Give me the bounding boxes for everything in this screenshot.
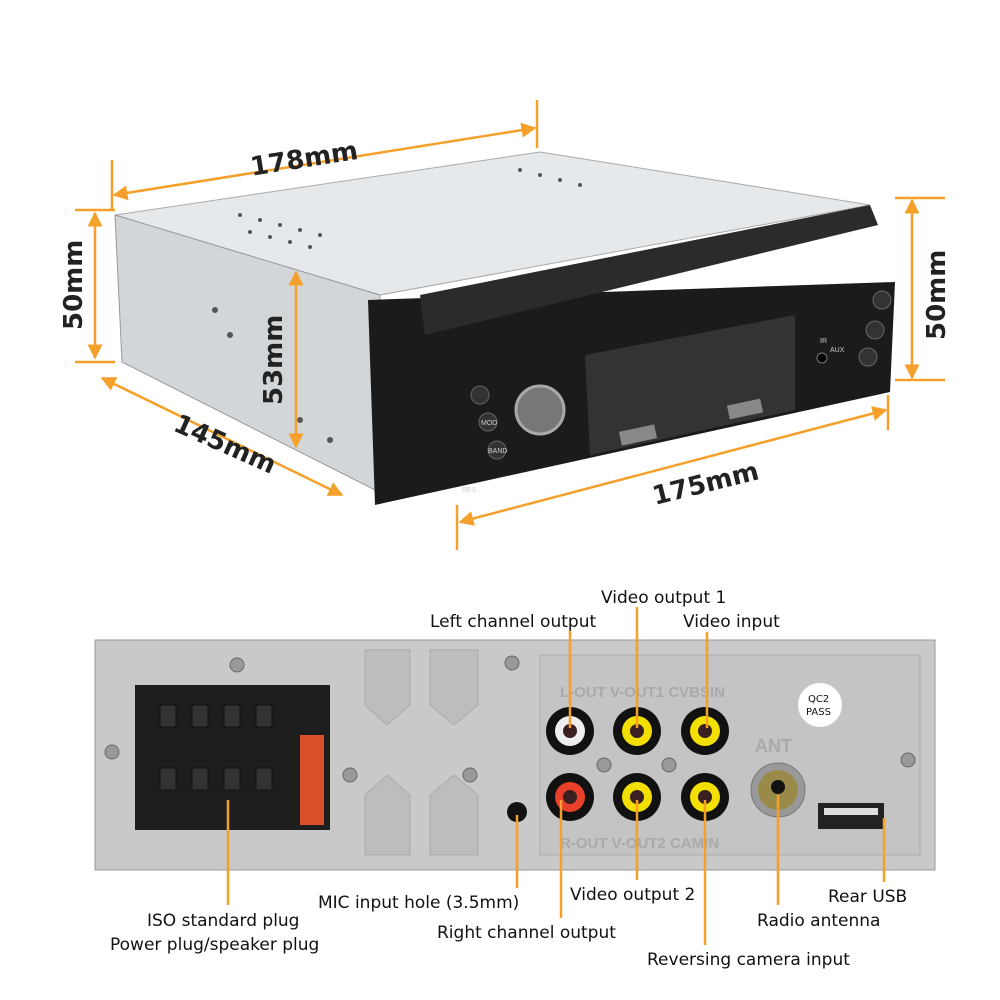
- bottom-jack-labels: R-OUT V-OUT2 CAMIN: [560, 835, 719, 852]
- antenna-label: ANT: [755, 736, 792, 756]
- jack-camera-in[interactable]: [681, 773, 729, 821]
- sticker-line-1: QC2: [808, 694, 829, 705]
- ir-label: IR: [820, 338, 827, 345]
- jack-video-out-1[interactable]: [613, 707, 661, 755]
- callout-iso: ISO standard plug: [147, 911, 299, 931]
- flip-screen-edge: [420, 205, 878, 335]
- screws: [104, 655, 916, 783]
- qc-sticker: [798, 683, 842, 727]
- callout-power: Power plug/speaker plug: [110, 935, 319, 955]
- dim-length: 178mm: [248, 136, 360, 183]
- volume-knob[interactable]: [514, 384, 566, 436]
- callout-left-channel: Left channel output: [430, 612, 596, 632]
- jack-right-out[interactable]: [546, 773, 594, 821]
- dim-height-left: 50mm: [59, 240, 89, 330]
- sticker-line-2: PASS: [806, 707, 831, 718]
- jack-left-out[interactable]: [546, 707, 594, 755]
- callout-reversing: Reversing camera input: [647, 950, 850, 970]
- dim-height-front: 53mm: [259, 315, 289, 405]
- jack-video-out-2[interactable]: [613, 773, 661, 821]
- callout-video-out1: Video output 1: [601, 588, 726, 608]
- dim-width-front: 175mm: [649, 456, 762, 511]
- rear-panel: L-OUT V-OUT1 CVBSIN R-OUT V-OUT2 CAMIN A…: [94, 639, 936, 871]
- right-button-1[interactable]: [872, 290, 892, 310]
- dim-height-right: 50mm: [922, 250, 952, 340]
- fuse: [300, 735, 324, 825]
- callout-video-out2: Video output 2: [570, 885, 695, 905]
- power-button[interactable]: [470, 385, 490, 405]
- right-button-3[interactable]: [858, 347, 878, 367]
- top-jack-labels: L-OUT V-OUT1 CVBSIN: [560, 684, 725, 701]
- callout-usb: Rear USB: [828, 887, 907, 907]
- callout-antenna: Radio antenna: [757, 911, 880, 931]
- dimension-lines: [75, 100, 945, 550]
- antenna-socket[interactable]: [750, 762, 806, 818]
- callout-mic: MIC input hole (3.5mm): [318, 893, 519, 913]
- band-button-label: BAND: [488, 448, 507, 455]
- mic-hole[interactable]: [507, 802, 527, 822]
- aux-jack[interactable]: [816, 352, 828, 364]
- jack-video-in[interactable]: [681, 707, 729, 755]
- rear-usb-port[interactable]: [818, 803, 884, 829]
- aux-label: AUX: [830, 347, 845, 354]
- mode-button-label: MOD: [481, 420, 497, 427]
- callout-video-in: Video input: [683, 612, 780, 632]
- right-button-2[interactable]: [865, 320, 885, 340]
- callout-right-channel: Right channel output: [437, 923, 616, 943]
- reset-label: RES: [462, 487, 477, 494]
- callout-lines: [226, 607, 886, 945]
